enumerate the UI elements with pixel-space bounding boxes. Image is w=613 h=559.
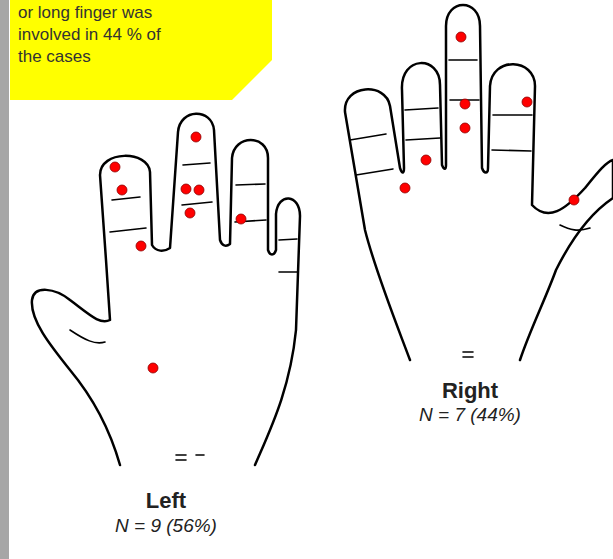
- callout-box: or long finger was involved in 44 % of t…: [10, 0, 272, 100]
- hand-label: Left: [146, 488, 186, 514]
- finger-creases: [70, 60, 590, 460]
- right-hand-outline: [345, 5, 613, 360]
- hand-label: Right: [442, 378, 498, 404]
- callout-text: or long finger was involved in 44 % of t…: [10, 0, 196, 70]
- side-bar: [0, 0, 9, 559]
- count-label: N = 9 (56%): [115, 515, 217, 537]
- left-hand-outline: [32, 114, 300, 465]
- count-label: N = 7 (44%): [419, 404, 521, 426]
- callout-fill: [10, 0, 272, 100]
